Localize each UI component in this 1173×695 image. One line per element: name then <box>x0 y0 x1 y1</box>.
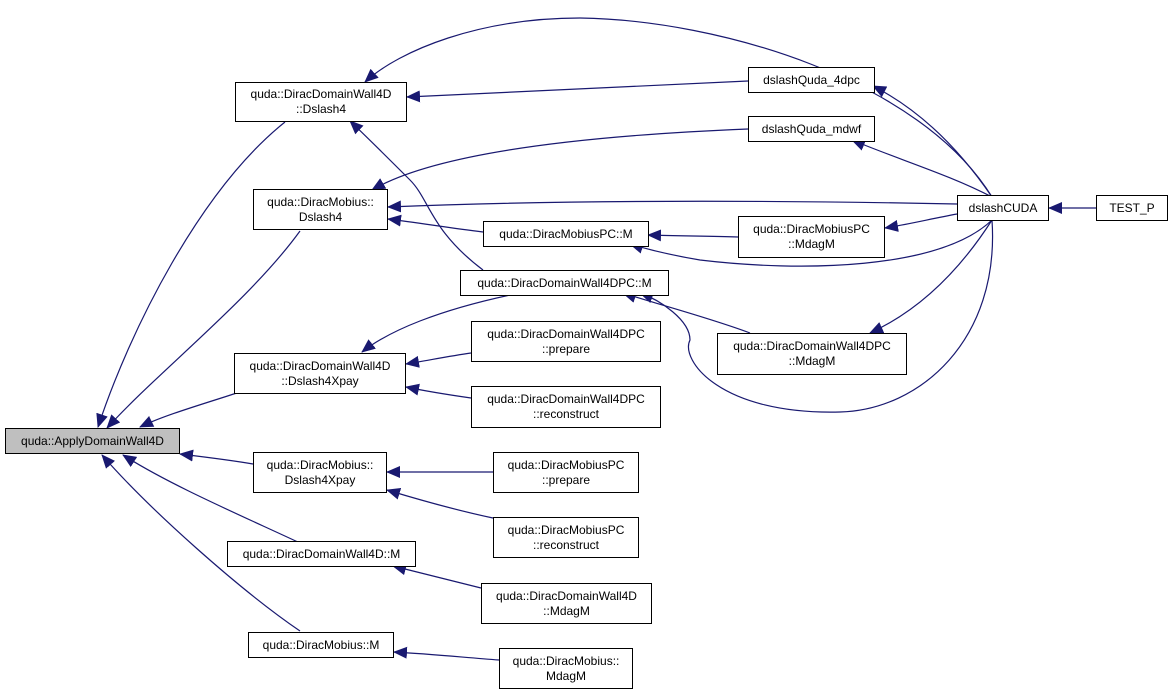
node-label: TEST_P <box>1109 200 1155 215</box>
node-label: quda::DiracMobius:: <box>266 457 374 472</box>
node-label: quda::DiracMobiusPC <box>507 522 625 537</box>
node-label: quda::DiracMobiusPC <box>507 457 625 472</box>
edge-dw4d-m-to-apply <box>122 454 301 544</box>
node-label: ::reconstruct <box>532 537 600 552</box>
edge-dw4d-dslash4-to-apply <box>96 121 286 428</box>
node-dslash-cuda[interactable]: dslashCUDA <box>957 195 1049 221</box>
node-dw4dpc-prepare[interactable]: quda::DiracDomainWall4DPC ::prepare <box>471 321 661 362</box>
edge-dw4dpc-reconstruct-to-dslash4xpay <box>405 383 472 399</box>
node-mob-m[interactable]: quda::DiracMobius::M <box>248 632 394 658</box>
node-test-p[interactable]: TEST_P <box>1096 195 1168 221</box>
node-label: ::Dslash4Xpay <box>281 373 359 388</box>
node-label: Dslash4Xpay <box>284 472 356 487</box>
node-mob-dslash4xpay[interactable]: quda::DiracMobius:: Dslash4Xpay <box>253 452 387 493</box>
edge-mob-dslash4-to-apply <box>106 230 301 429</box>
node-mob-mdagm[interactable]: quda::DiracMobius:: MdagM <box>499 648 633 689</box>
node-mob-dslash4[interactable]: quda::DiracMobius:: Dslash4 <box>253 189 388 230</box>
node-label: quda::DiracDomainWall4DPC <box>733 339 891 353</box>
node-label: quda::DiracMobiusPC::M <box>499 226 633 241</box>
edge-dslashcuda-to-mobpc-mdagm <box>884 213 958 232</box>
node-label: quda::ApplyDomainWall4D <box>21 433 164 448</box>
node-label: ::prepare <box>541 472 591 487</box>
node-mobpc-m[interactable]: quda::DiracMobiusPC::M <box>483 221 649 247</box>
edge-dslashcuda-to-dw4dpc-mdagm <box>869 219 993 334</box>
node-label: dslashQuda_mdwf <box>761 121 862 136</box>
node-dw4dpc-reconstruct[interactable]: quda::DiracDomainWall4DPC ::reconstruct <box>471 386 661 428</box>
edge-dw4dpc-prepare-to-dslash4xpay <box>405 352 472 368</box>
edge-dslashcuda-to-mob-dslash4 <box>387 200 958 213</box>
edge-4dpc-to-dw4d-dslash4 <box>406 80 749 103</box>
edge-mobpc-reconstruct-to-mob-dslash4xpay <box>386 488 494 519</box>
node-mobpc-prepare[interactable]: quda::DiracMobiusPC ::prepare <box>493 452 639 493</box>
edge-dw4d-mdagm-to-dw4d-m <box>392 563 482 589</box>
node-label: dslashQuda_4dpc <box>763 72 860 87</box>
edge-dslashcuda-to-4dpc <box>872 85 993 198</box>
node-dw4d-mdagm[interactable]: quda::DiracDomainWall4D ::MdagM <box>481 583 652 624</box>
edge-dw4d-dslash4xpay-to-apply <box>139 391 241 428</box>
edge-mobpc-mdagm-to-mobpc-m <box>647 229 739 242</box>
edge-dslashcuda-to-mobpc-m <box>629 219 993 267</box>
node-mobpc-reconstruct[interactable]: quda::DiracMobiusPC ::reconstruct <box>493 517 639 558</box>
node-label: MdagM <box>545 668 586 683</box>
node-label: ::reconstruct <box>532 407 600 421</box>
node-label: quda::DiracDomainWall4DPC::M <box>477 275 652 290</box>
node-label: Dslash4 <box>298 209 343 224</box>
node-dslash-quda-4dpc[interactable]: dslashQuda_4dpc <box>748 67 875 93</box>
edge-dslashcuda-to-dw4dpc-m <box>639 219 994 413</box>
edge-mob-mdagm-to-mob-m <box>393 646 500 661</box>
edge-dslashcuda-to-mdwf <box>851 139 993 198</box>
node-dw4d-m[interactable]: quda::DiracDomainWall4D::M <box>227 541 416 567</box>
node-label: quda::DiracMobius:: <box>512 653 620 668</box>
node-label: quda::DiracDomainWall4D <box>249 358 391 373</box>
node-label: ::MdagM <box>788 354 836 368</box>
node-mobpc-mdagm[interactable]: quda::DiracMobiusPC ::MdagM <box>738 216 885 258</box>
node-dw4dpc-m[interactable]: quda::DiracDomainWall4DPC::M <box>460 270 669 296</box>
edge-mobpc-m-to-mob-dslash4 <box>387 214 484 233</box>
node-label: quda::DiracDomainWall4D <box>250 87 392 101</box>
edge-dw4dpc-m-to-dw4d-dslash4 <box>349 120 484 271</box>
node-label: ::prepare <box>541 341 591 356</box>
node-label: quda::DiracDomainWall4D <box>496 588 637 603</box>
node-label: dslashCUDA <box>968 200 1038 215</box>
edge-mob-dslash4xpay-to-apply <box>179 449 254 465</box>
node-label: quda::DiracMobius:: <box>267 194 374 209</box>
node-label: quda::DiracDomainWall4DPC <box>487 392 645 406</box>
edge-dw4dpc-m-to-dw4d-dslash4xpay <box>361 294 511 353</box>
node-dw4d-dslash4xpay[interactable]: quda::DiracDomainWall4D ::Dslash4Xpay <box>234 353 406 394</box>
node-label: ::MdagM <box>543 603 590 618</box>
node-label: quda::DiracDomainWall4DPC <box>487 326 645 341</box>
node-dw4d-dslash4[interactable]: quda::DiracDomainWall4D ::Dslash4 <box>235 82 407 122</box>
edge-dslashcuda-to-dw4d-dslash4 <box>364 17 993 198</box>
node-label: ::MdagM <box>788 237 835 251</box>
node-apply-domain-wall-4d: quda::ApplyDomainWall4D <box>5 428 180 454</box>
node-label: quda::DiracDomainWall4D::M <box>242 546 401 561</box>
edge-mdwf-to-mob-dslash4 <box>371 128 749 191</box>
edge-dw4dpc-mdagm-to-dw4dpc-m <box>622 291 751 334</box>
node-dw4dpc-mdagm[interactable]: quda::DiracDomainWall4DPC ::MdagM <box>717 333 907 375</box>
node-label: quda::DiracMobius::M <box>262 637 380 652</box>
node-label: ::Dslash4 <box>295 102 347 116</box>
edge-mob-m-to-apply <box>101 454 301 632</box>
node-dslash-quda-mdwf[interactable]: dslashQuda_mdwf <box>748 116 875 142</box>
node-label: quda::DiracMobiusPC <box>753 222 870 236</box>
